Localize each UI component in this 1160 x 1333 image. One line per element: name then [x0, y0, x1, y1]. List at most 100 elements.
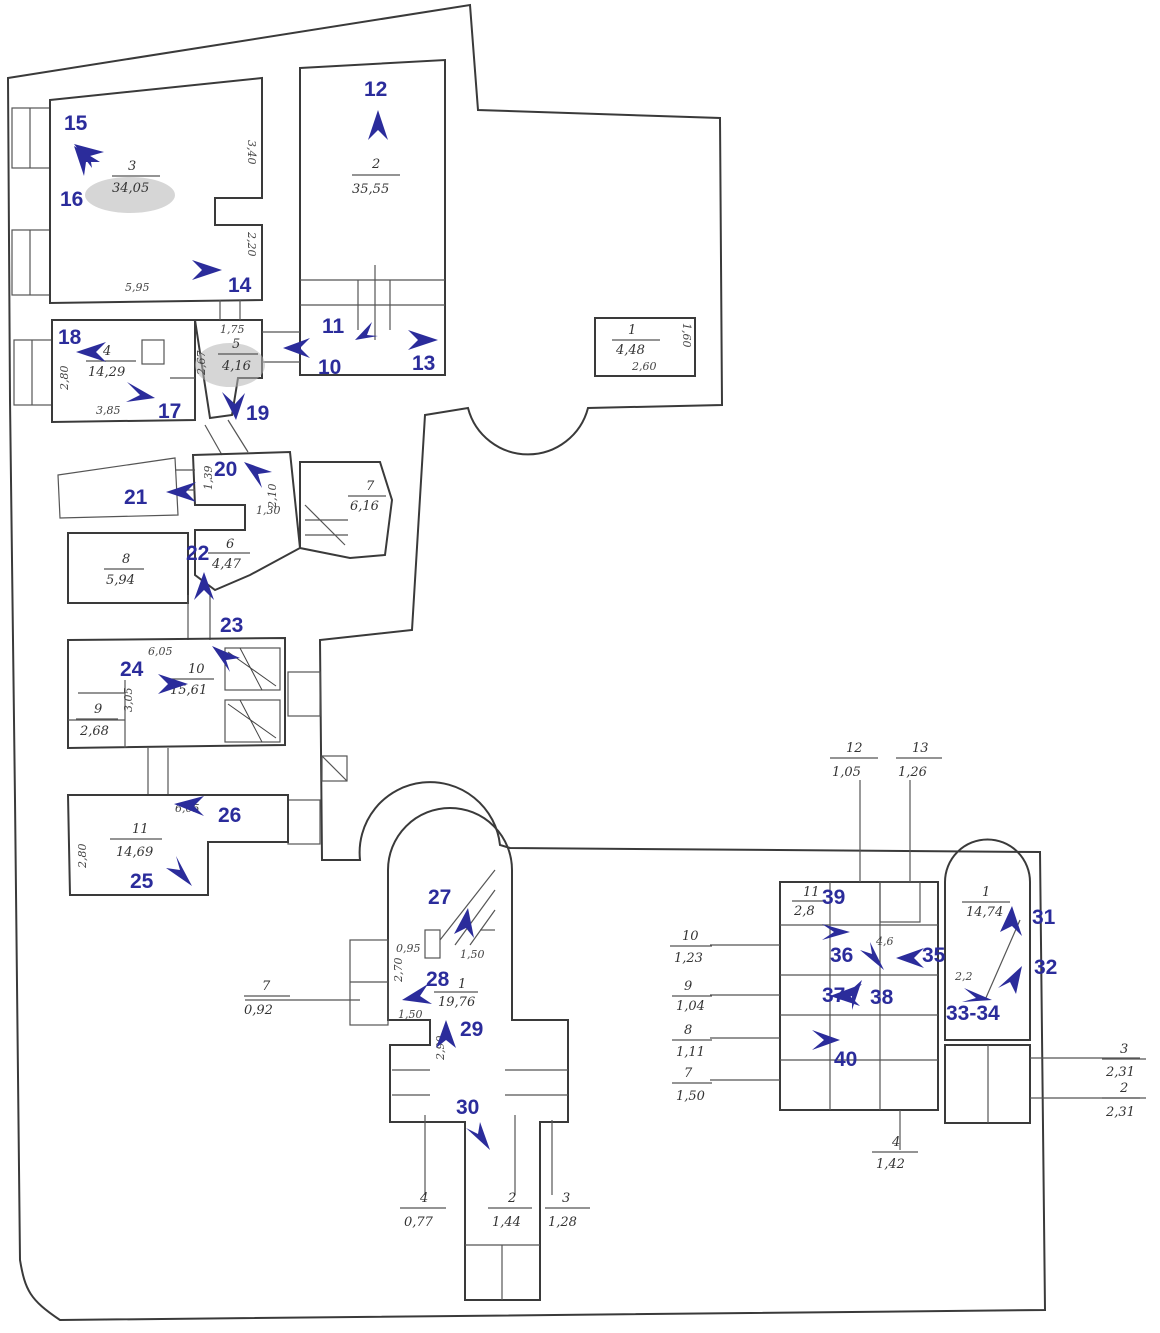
svg-text:10: 10 [682, 929, 699, 944]
leader-lines [245, 780, 1140, 1195]
view-marker-33-34[interactable]: 33-34 [946, 988, 1000, 1025]
svg-text:2: 2 [507, 1191, 516, 1206]
dimension-labels: 3,40 2,20 5,95 1,75 2,80 2,67 3,85 1,60 … [58, 140, 973, 1061]
dimension: 1,30 [256, 504, 281, 517]
view-marker-23[interactable]: 23 [212, 614, 243, 672]
room-label: 7 1,50 [672, 1066, 712, 1104]
svg-text:4,16: 4,16 [221, 359, 251, 374]
svg-text:24: 24 [120, 658, 144, 681]
view-marker-24[interactable]: 24 [120, 658, 188, 694]
view-marker-12[interactable]: 12 [364, 78, 388, 140]
view-marker-31[interactable]: 31 [1000, 906, 1056, 936]
view-marker-32[interactable]: 32 [998, 956, 1057, 994]
dimension: 2,80 [58, 366, 71, 392]
room-label: 1 19,76 [434, 977, 478, 1010]
view-marker-36[interactable]: 36 [830, 942, 884, 970]
view-marker-40[interactable]: 40 [812, 1030, 857, 1071]
dimension: 2,20 [245, 231, 258, 257]
svg-text:1,11: 1,11 [676, 1045, 705, 1060]
upper-rooms [49, 58, 696, 424]
svg-text:19: 19 [246, 402, 269, 425]
room-label: 1 4,48 [612, 323, 660, 358]
dimension: 2,67 [195, 351, 208, 377]
svg-text:35: 35 [922, 944, 946, 967]
view-marker-29[interactable]: 29 [436, 1018, 483, 1048]
dimension: 2,60 [631, 360, 657, 373]
view-marker-38[interactable]: 38 [840, 980, 894, 1010]
room-label: 13 1,26 [896, 741, 942, 780]
view-marker-28[interactable]: 28 [402, 968, 450, 1004]
room-labels: 3 34,05 2 35,55 1 4,48 4 14,29 5 4,16 7 … [76, 157, 1146, 1230]
dimension: 4,6 [875, 935, 894, 948]
view-marker-13[interactable]: 13 [408, 330, 438, 375]
svg-text:28: 28 [426, 968, 450, 991]
svg-text:9: 9 [94, 702, 102, 717]
svg-text:5,94: 5,94 [106, 573, 135, 588]
room-label: 10 1,23 [670, 929, 712, 966]
room-label: 3 34,05 [112, 159, 160, 196]
dimension: 2,70 [392, 958, 405, 984]
view-marker-20[interactable]: 20 [214, 458, 272, 488]
svg-text:2,68: 2,68 [79, 724, 109, 739]
view-marker-17[interactable]: 17 [126, 382, 181, 423]
svg-text:14,69: 14,69 [116, 845, 153, 860]
view-marker-39[interactable]: 39 [822, 886, 850, 940]
dimension: 6,05 [148, 645, 173, 658]
svg-text:34,05: 34,05 [112, 181, 149, 196]
svg-text:36: 36 [830, 944, 853, 967]
view-marker-25[interactable]: 25 [130, 856, 192, 893]
view-marker-18[interactable]: 18 [58, 326, 106, 362]
view-marker-21[interactable]: 21 [124, 482, 196, 509]
svg-text:4: 4 [419, 1191, 428, 1206]
dimension: 2,10 [266, 484, 279, 510]
room-label: 11 14,69 [110, 822, 162, 860]
svg-text:21: 21 [124, 486, 148, 509]
room-label: 9 2,68 [76, 702, 118, 739]
dimension: 1,50 [398, 1008, 423, 1021]
svg-text:7: 7 [366, 479, 375, 494]
window-strips [11, 107, 53, 406]
svg-text:14: 14 [228, 274, 252, 297]
room-label: 11 2,8 [792, 885, 826, 919]
view-marker-16[interactable]: 16 [60, 146, 100, 211]
dimension: 2,2 [954, 970, 973, 983]
view-marker-14[interactable]: 14 [192, 260, 252, 297]
svg-text:27: 27 [428, 886, 451, 909]
svg-text:1,04: 1,04 [676, 999, 705, 1014]
apse-block [349, 807, 569, 1301]
room-label: 8 1,11 [672, 1023, 712, 1060]
svg-text:33-34: 33-34 [946, 1002, 1000, 1025]
svg-text:8: 8 [122, 552, 130, 567]
svg-text:25: 25 [130, 870, 154, 893]
view-markers: 10 11 12 13 14 15 16 17 [58, 78, 1057, 1150]
view-marker-19[interactable]: 19 [222, 392, 269, 425]
room-label: 12 1,05 [830, 741, 878, 780]
room-label: 4 0,77 [400, 1191, 446, 1230]
svg-text:1,50: 1,50 [676, 1089, 705, 1104]
svg-text:10: 10 [188, 662, 205, 677]
svg-text:3: 3 [128, 159, 136, 174]
svg-text:1,05: 1,05 [832, 765, 861, 780]
room-label: 4 14,29 [86, 344, 136, 380]
view-marker-11[interactable]: 11 [322, 315, 378, 340]
view-marker-35[interactable]: 35 [896, 944, 946, 968]
svg-text:39: 39 [822, 886, 845, 909]
svg-text:2,31: 2,31 [1105, 1105, 1135, 1120]
svg-text:0,77: 0,77 [404, 1215, 434, 1230]
view-marker-26[interactable]: 26 [174, 796, 241, 827]
svg-text:38: 38 [870, 986, 894, 1009]
svg-text:7: 7 [262, 979, 271, 994]
svg-text:7: 7 [684, 1066, 693, 1081]
view-marker-30[interactable]: 30 [456, 1096, 490, 1150]
svg-text:35,55: 35,55 [352, 182, 389, 197]
svg-text:2: 2 [1119, 1081, 1128, 1096]
view-marker-10[interactable]: 10 [283, 338, 341, 379]
svg-text:1: 1 [982, 885, 990, 900]
view-marker-27[interactable]: 27 [428, 886, 474, 938]
svg-text:23: 23 [220, 614, 243, 637]
building-outline [6, 3, 1047, 1322]
svg-text:2,31: 2,31 [1105, 1065, 1135, 1080]
svg-text:1,23: 1,23 [674, 951, 703, 966]
view-marker-22[interactable]: 22 [186, 542, 214, 600]
